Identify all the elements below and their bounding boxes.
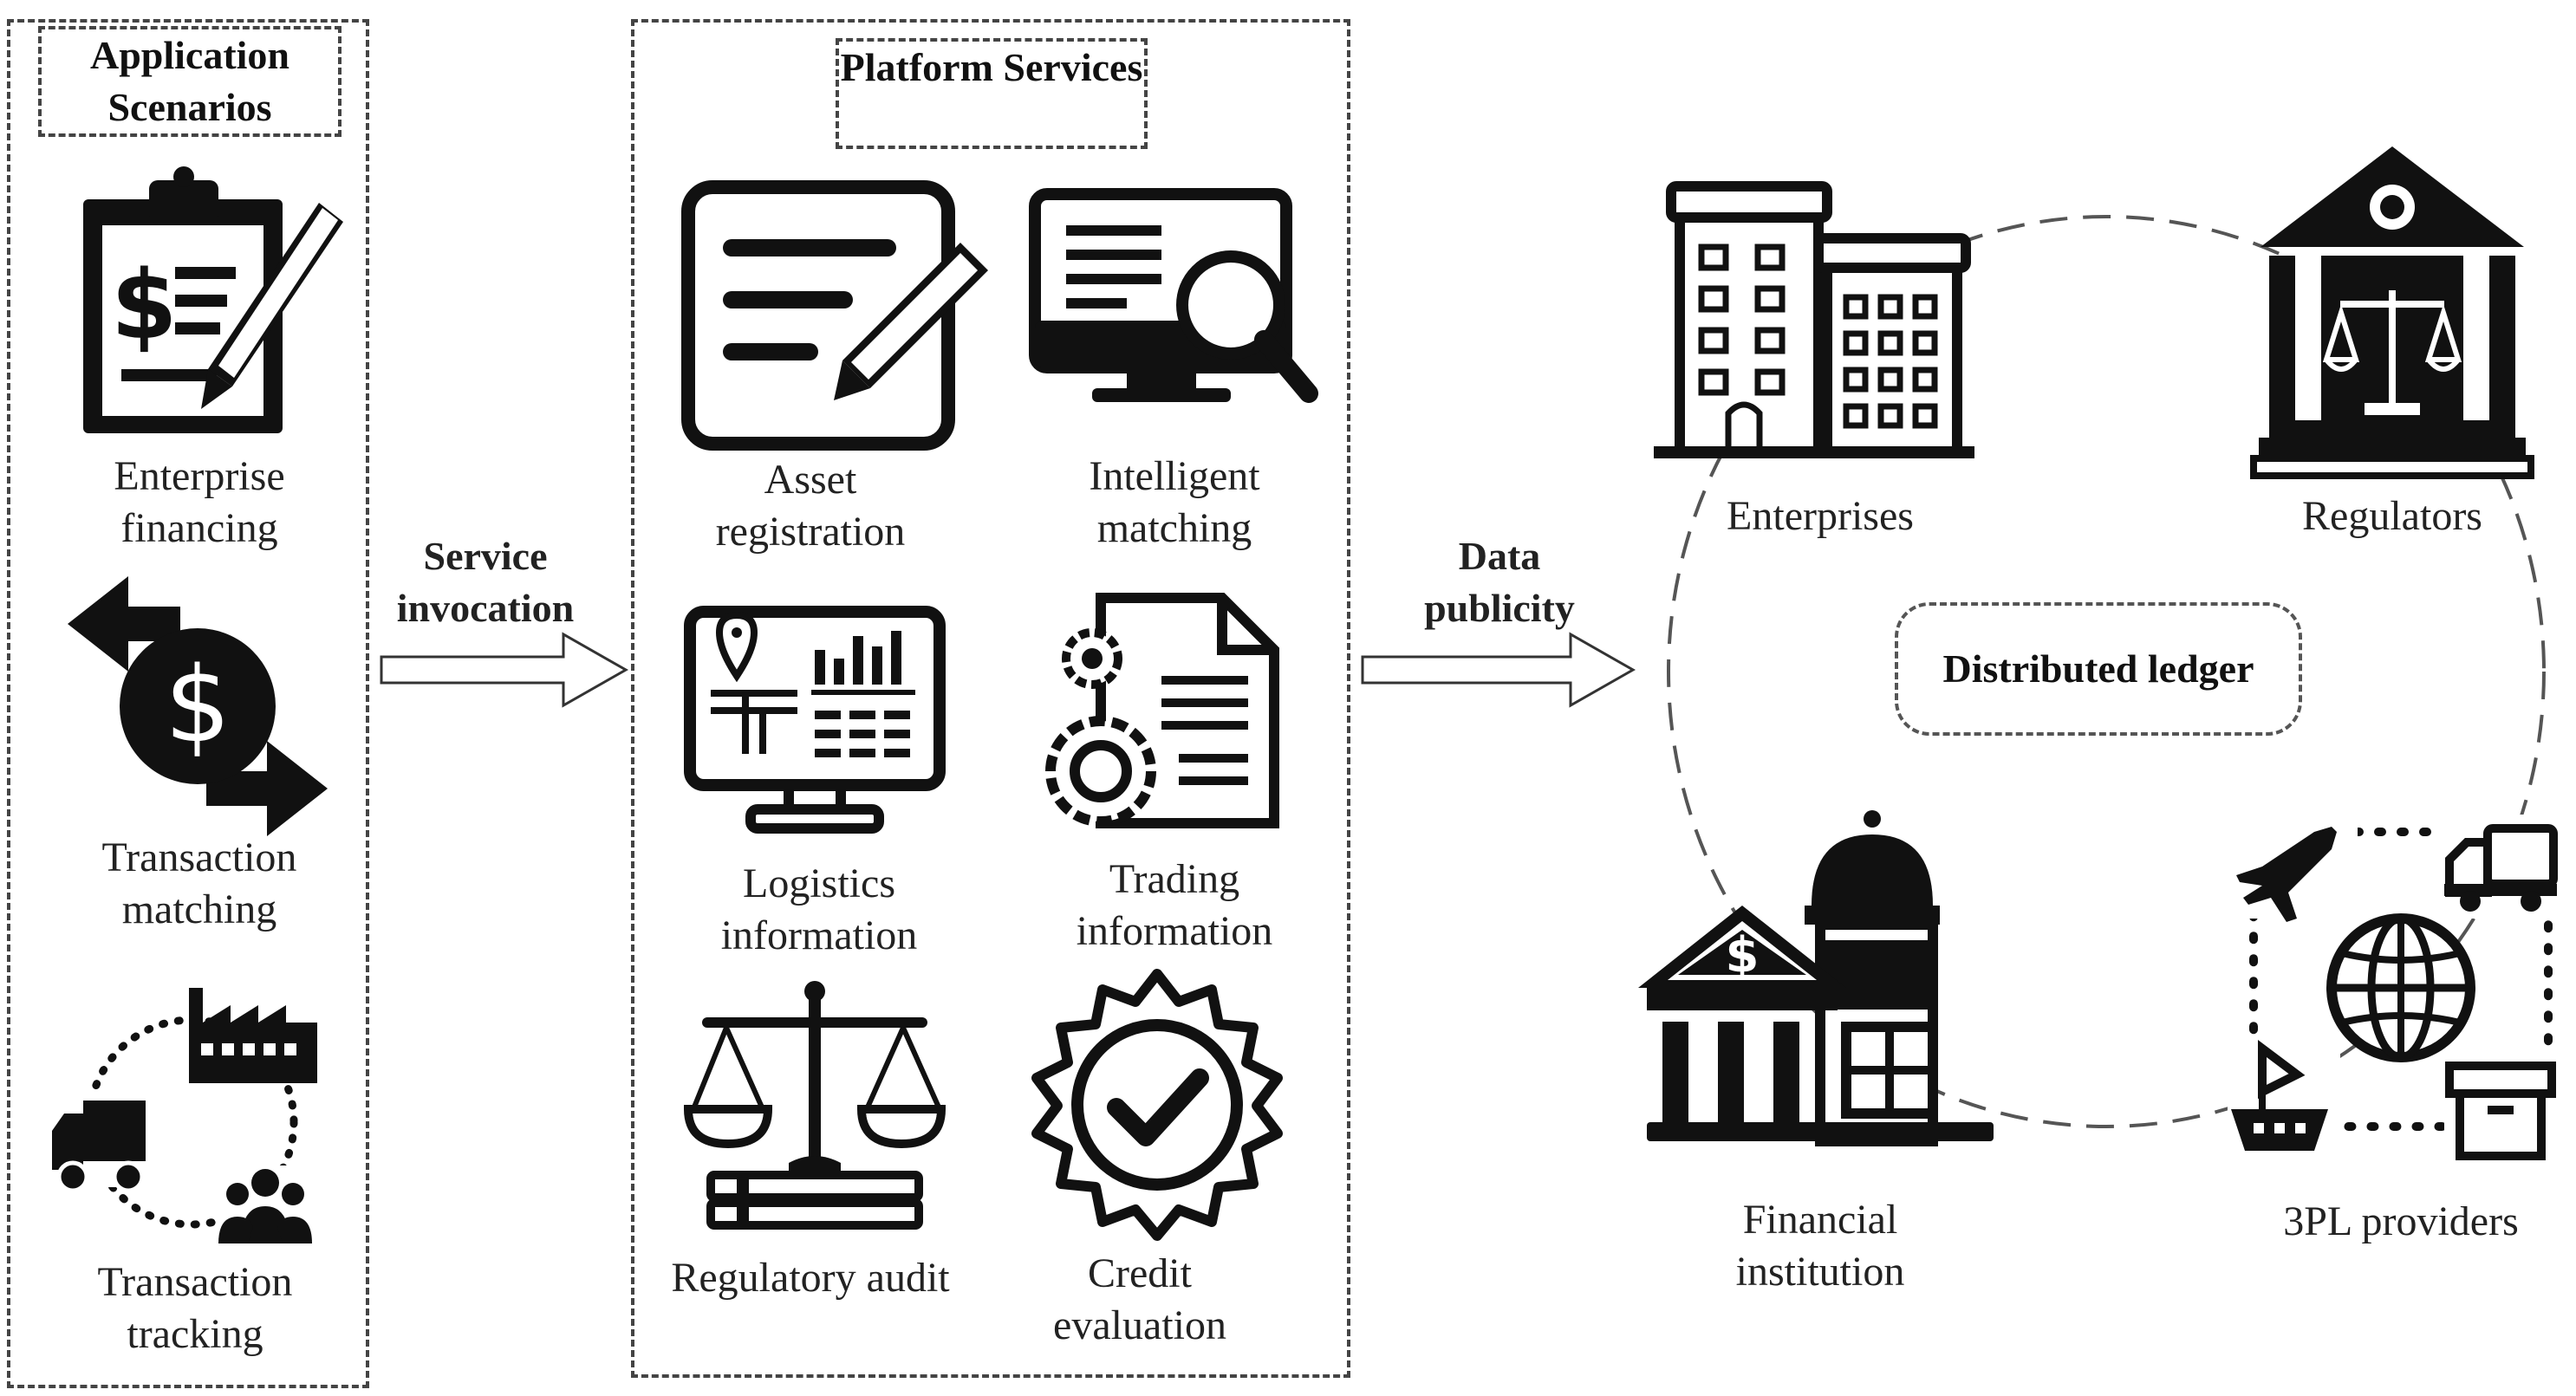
platform-label-trading-information: Trading information [1076,856,1273,954]
badge-check-icon [1031,969,1283,1241]
document-pencil-icon [681,180,988,451]
service-invocation-arrow [380,632,629,708]
svg-text:$: $ [1726,927,1760,984]
service-invocation-label: Service invocation [396,534,575,630]
platform-label-asset-registration: Asset registration [715,457,906,555]
distributed-ledger-box: Distributed ledger [1895,602,2302,736]
data-publicity-arrow [1361,632,1636,708]
app-item-label-transaction-matching: Transaction matching [101,834,297,932]
document-gears-icon [1045,593,1279,828]
dollar-exchange-arrows-icon: $ [68,576,328,836]
clipboard-dollar-pen-icon: $ [83,166,343,433]
monitor-map-chart-icon [684,606,946,834]
application-scenarios-title: Application Scenarios [38,26,342,137]
ledger-node-label-enterprises: Enterprises [1727,493,1914,539]
ledger-node-label-financial-institution: Financial institution [1735,1197,1905,1295]
data-publicity-label: Data publicity [1424,534,1575,630]
app-item-label-transaction-tracking: Transaction tracking [97,1259,293,1357]
platform-label-logistics-information: Logistics information [720,860,918,958]
platform-label-regulatory-audit: Regulatory audit [671,1255,950,1301]
courthouse-scales-icon [2250,146,2534,479]
logistics-globe-icon [2228,815,2558,1161]
app-item-label-enterprise-financing: Enterprise financing [114,453,285,551]
platform-services-panel [631,19,1350,1378]
office-buildings-icon [1654,181,1974,458]
ledger-ring [1667,215,2546,1128]
ledger-node-label-3pl-providers: 3PL providers [2283,1198,2519,1244]
truck-factory-people-cycle-icon [49,988,326,1248]
scales-books-icon [683,981,946,1230]
svg-text:$: $ [111,250,178,360]
svg-text:$: $ [165,646,231,766]
platform-label-credit-evaluation: Credit evaluation [1053,1250,1226,1348]
platform-label-intelligent-matching: Intelligent matching [1089,453,1260,551]
monitor-magnifier-icon [1029,188,1318,403]
platform-services-title: Platform Services [836,38,1148,149]
application-scenarios-panel [7,19,369,1388]
bank-dome-icon: $ [1638,810,1994,1146]
ledger-node-label-regulators: Regulators [2302,493,2482,539]
